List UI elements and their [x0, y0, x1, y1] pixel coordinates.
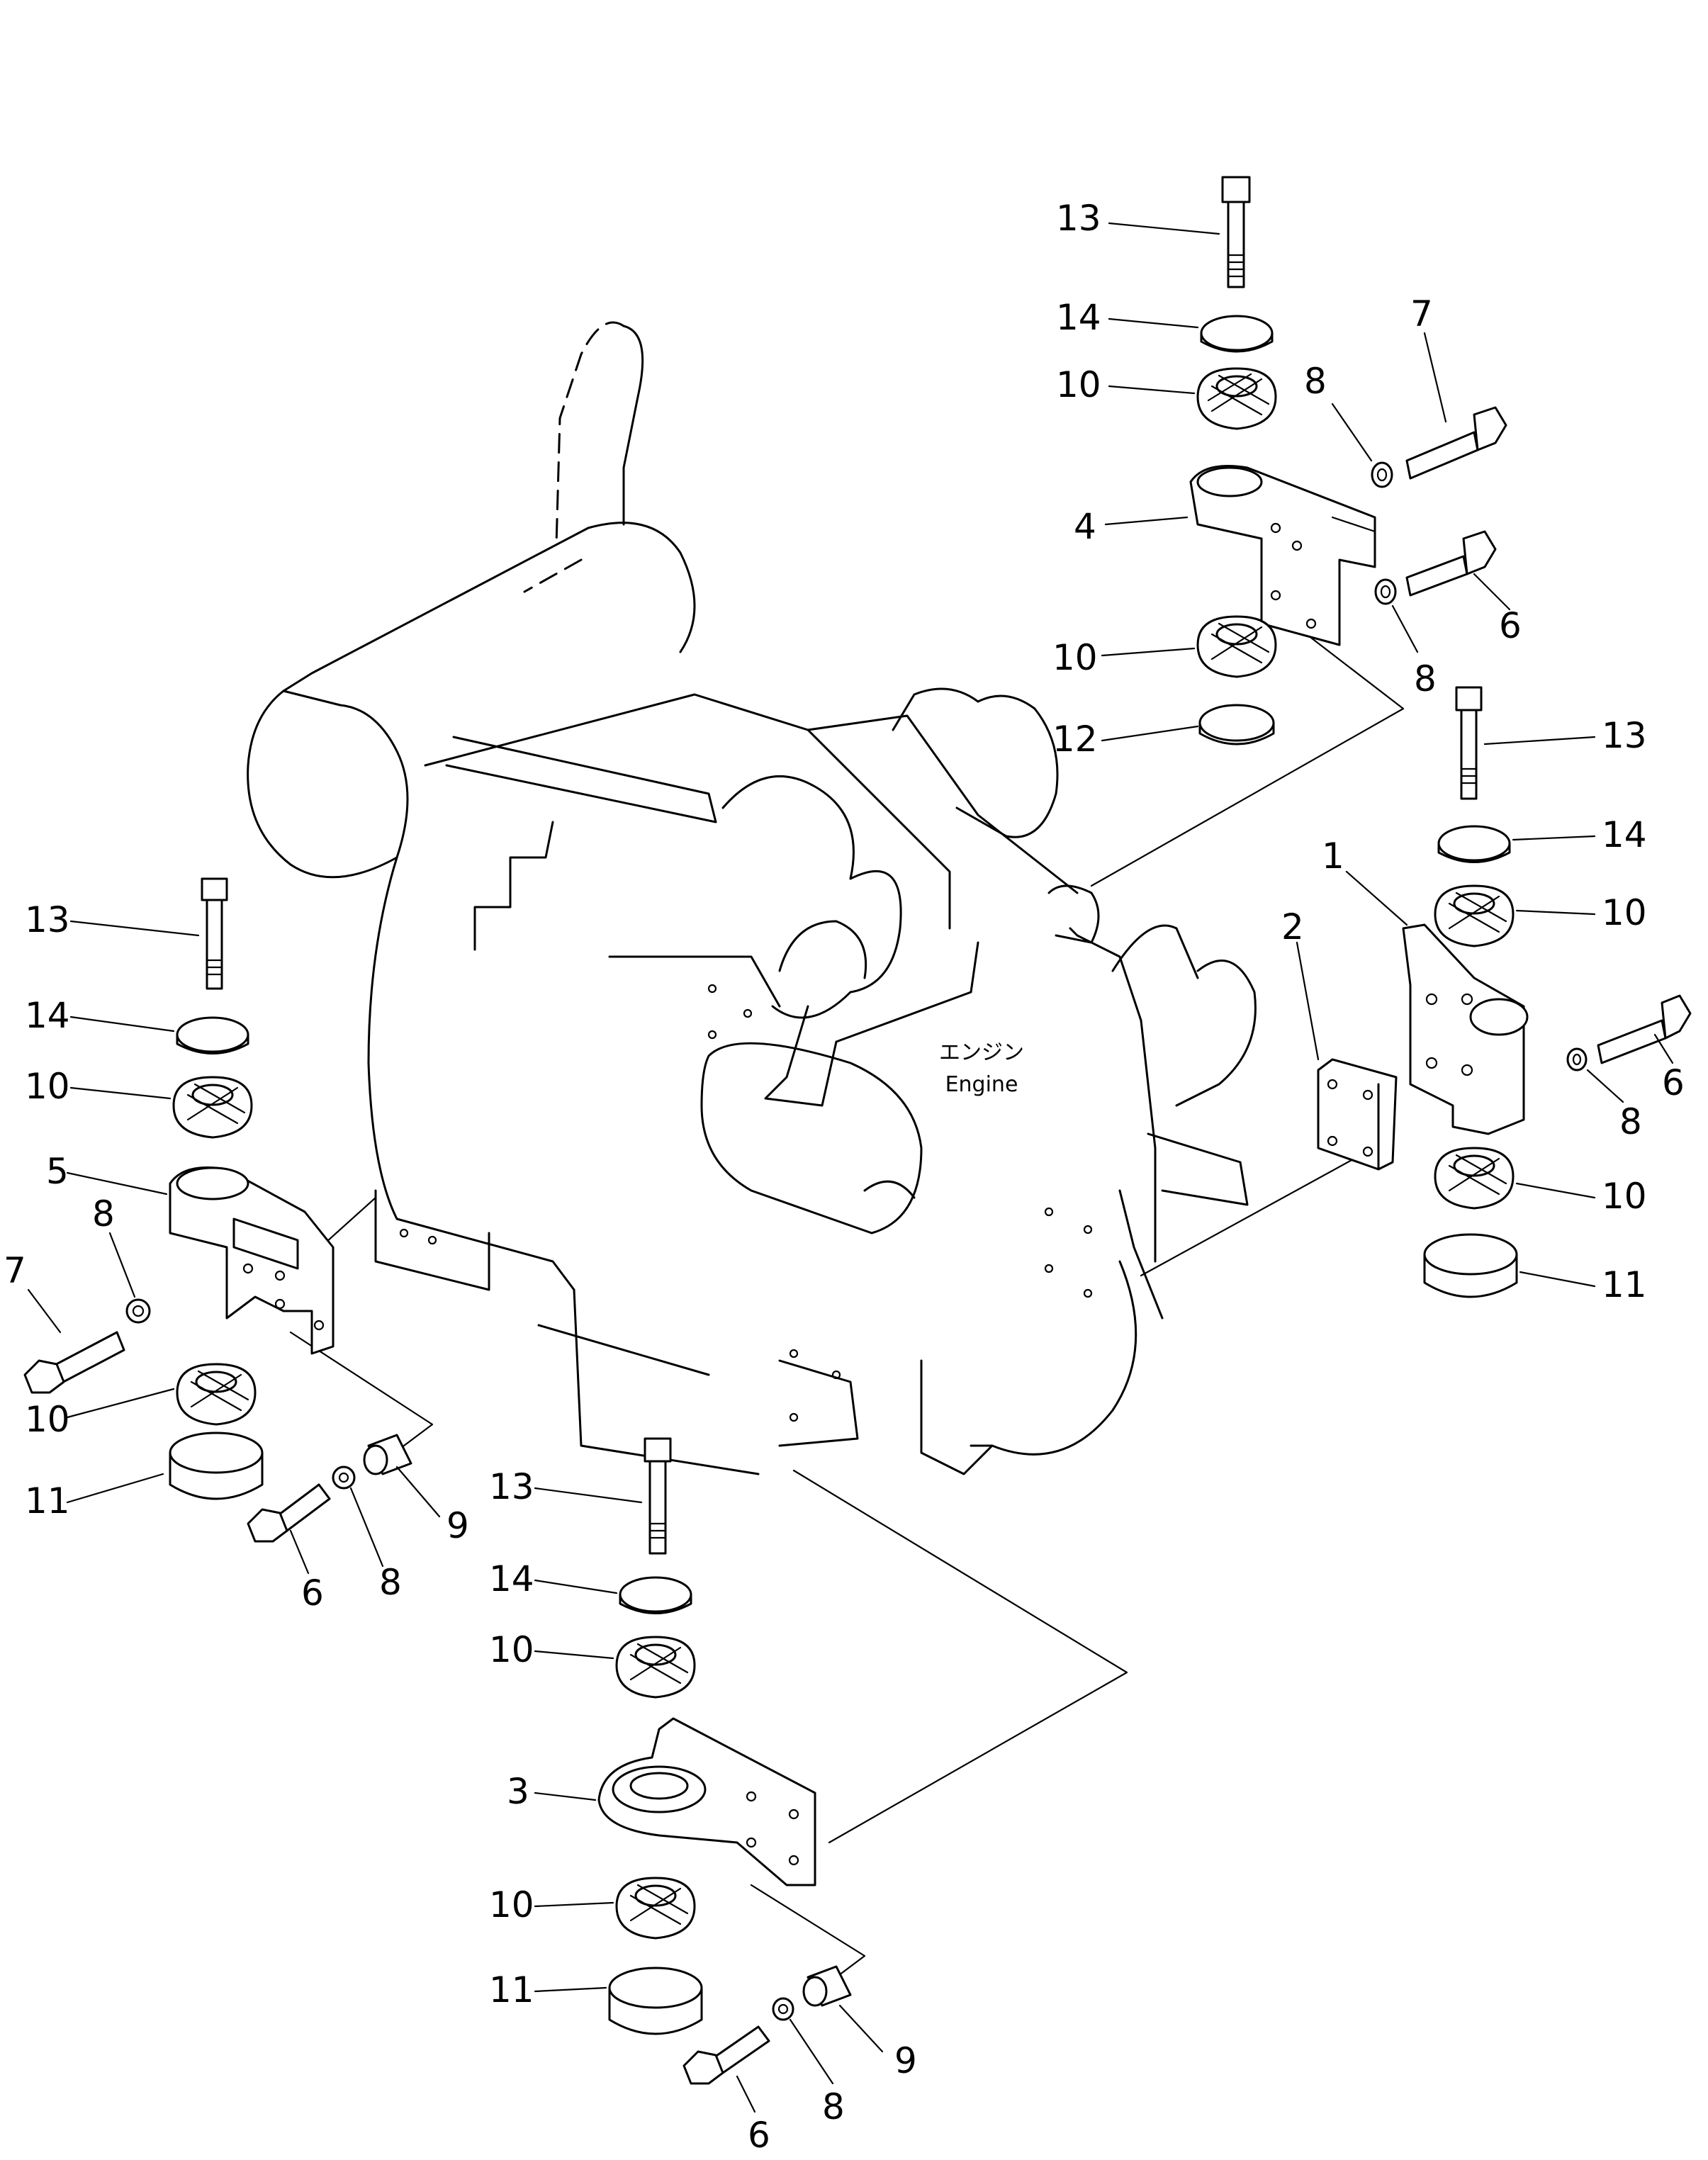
callout-13: 13	[1602, 715, 1647, 756]
callout-6: 6	[748, 2115, 770, 2156]
engine-label-japanese: エンジン	[939, 1040, 1024, 1065]
callout-6: 6	[1499, 605, 1522, 646]
callout-11: 11	[1602, 1264, 1647, 1305]
callout-8: 8	[379, 1562, 402, 1603]
washer-14-left	[176, 1016, 249, 1054]
rubber-mount-10-top-right-a	[1196, 367, 1277, 430]
bolt-6-left	[247, 1483, 331, 1543]
callout-2: 2	[1281, 906, 1304, 947]
callout-9: 9	[894, 2040, 917, 2081]
bolt-13-left	[201, 877, 228, 990]
bracket-4	[1189, 465, 1376, 646]
bolt-13-right	[1455, 686, 1483, 800]
washer-14-top-right	[1200, 315, 1274, 353]
washer-8-left	[125, 1298, 151, 1324]
bolt-6-top	[1405, 530, 1497, 597]
callout-8: 8	[92, 1193, 115, 1234]
spacer-9-bottom	[802, 1965, 852, 2007]
washer-8-left-low	[332, 1466, 356, 1490]
engine-label-english: Engine	[945, 1072, 1018, 1097]
leader-lines	[27, 222, 1674, 2113]
callout-10: 10	[489, 1884, 534, 1925]
washer-8-mid	[1374, 578, 1397, 605]
callout-6: 6	[301, 1573, 324, 1614]
callout-13: 13	[1056, 198, 1101, 239]
bracket-3	[597, 1717, 816, 1886]
engine-assembly: エンジン Engine	[247, 321, 1257, 1475]
callout-6: 6	[1662, 1062, 1685, 1103]
bracket-5	[169, 1166, 335, 1355]
bracket-1	[1402, 923, 1529, 1135]
callout-8: 8	[1619, 1101, 1642, 1142]
callout-10: 10	[1602, 1176, 1647, 1217]
callout-10: 10	[1602, 892, 1647, 933]
callout-14: 14	[1602, 814, 1647, 855]
callout-13: 13	[489, 1466, 534, 1507]
callout-1: 1	[1322, 836, 1344, 877]
cup-11-right	[1423, 1233, 1518, 1298]
bolt-7-top	[1405, 406, 1507, 480]
rubber-mount-10-left-b	[176, 1363, 257, 1426]
callout-10: 10	[25, 1066, 70, 1107]
callout-7: 7	[1410, 293, 1433, 334]
spacer-9-left	[363, 1434, 412, 1475]
bolt-6-right	[1597, 994, 1692, 1064]
washer-8-right	[1566, 1047, 1588, 1071]
rubber-mount-10-bottom-b	[615, 1877, 696, 1940]
rubber-mount-10-right-a	[1434, 884, 1515, 947]
callout-10: 10	[489, 1629, 534, 1670]
callout-8: 8	[822, 2086, 845, 2127]
callout-14: 14	[489, 1558, 534, 1599]
washer-12	[1198, 704, 1275, 746]
callout-14: 14	[25, 995, 70, 1036]
callout-9: 9	[446, 1505, 469, 1546]
callout-4: 4	[1074, 506, 1096, 547]
callout-10: 10	[25, 1399, 70, 1440]
rubber-mount-10-right-b	[1434, 1147, 1515, 1210]
washer-14-right	[1437, 825, 1511, 863]
cup-11-bottom	[608, 1967, 703, 2035]
callout-12: 12	[1052, 719, 1098, 760]
callout-10: 10	[1056, 364, 1101, 405]
bolt-7-left	[23, 1331, 125, 1394]
callout-5: 5	[46, 1151, 69, 1192]
callout-numbers: 13 14 10 8 7 4 6 10 8 12 13 14 1 10 2 6 …	[4, 198, 1685, 2156]
callout-3: 3	[507, 1771, 529, 1812]
washer-14-bottom	[619, 1576, 692, 1614]
callout-10: 10	[1052, 637, 1098, 678]
bolt-6-bottom	[682, 2025, 770, 2085]
rubber-mount-10-top-right-b	[1196, 615, 1277, 678]
callout-7: 7	[4, 1250, 26, 1291]
cup-11-left	[169, 1431, 264, 1500]
callout-11: 11	[25, 1480, 70, 1521]
bolt-13-top-right	[1221, 176, 1251, 288]
callout-8: 8	[1414, 658, 1437, 699]
plate-2	[1317, 1058, 1398, 1171]
bolt-13-bottom	[644, 1437, 672, 1555]
rubber-mount-10-bottom-a	[615, 1636, 696, 1699]
callout-11: 11	[489, 1969, 534, 2010]
washer-8-top	[1371, 461, 1393, 488]
washer-8-bottom	[772, 1997, 794, 2021]
callout-14: 14	[1056, 297, 1101, 338]
alignment-lines	[289, 636, 1405, 1979]
callout-13: 13	[25, 899, 70, 940]
rubber-mount-10-left-a	[172, 1076, 253, 1139]
callout-8: 8	[1304, 361, 1327, 402]
